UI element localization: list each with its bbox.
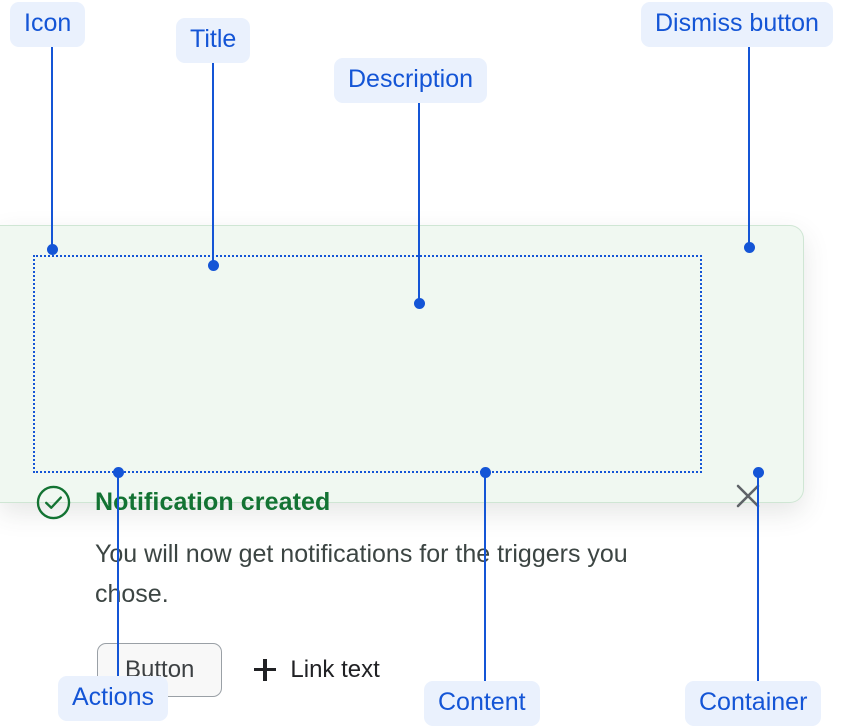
leader-line-container [757,472,759,681]
leader-dot-icon [46,243,58,255]
notification-title: Notification created [95,488,331,516]
annotation-label-title: Title [176,18,251,63]
notification-container: Notification created You will now get no… [0,225,804,697]
leader-line-actions [117,472,119,676]
action-link-label: Link text [290,655,380,683]
leader-dot-dismiss [743,241,755,253]
action-link[interactable]: Link text [254,655,380,684]
annotation-label-container: Container [685,681,822,726]
leader-dot-desc [413,297,425,309]
leader-dot-content [479,466,491,478]
leader-line-desc [418,98,420,303]
notification-description: You will now get notifications for the t… [95,540,628,608]
annotation-label-actions: Actions [58,676,168,721]
leader-line-title [212,58,214,265]
leader-line-icon [51,42,53,249]
check-circle-icon [36,485,71,520]
close-icon[interactable] [733,481,763,511]
leader-dot-title [207,259,219,271]
leader-line-dismiss [748,42,750,247]
annotation-label-icon: Icon [10,2,86,47]
leader-line-content [484,472,486,681]
leader-dot-actions [112,466,124,478]
annotation-label-dismiss: Dismiss button [641,2,833,47]
leader-dot-container [752,466,764,478]
annotation-label-desc: Description [334,58,488,103]
annotation-label-content: Content [424,681,540,726]
plus-icon [254,658,277,681]
